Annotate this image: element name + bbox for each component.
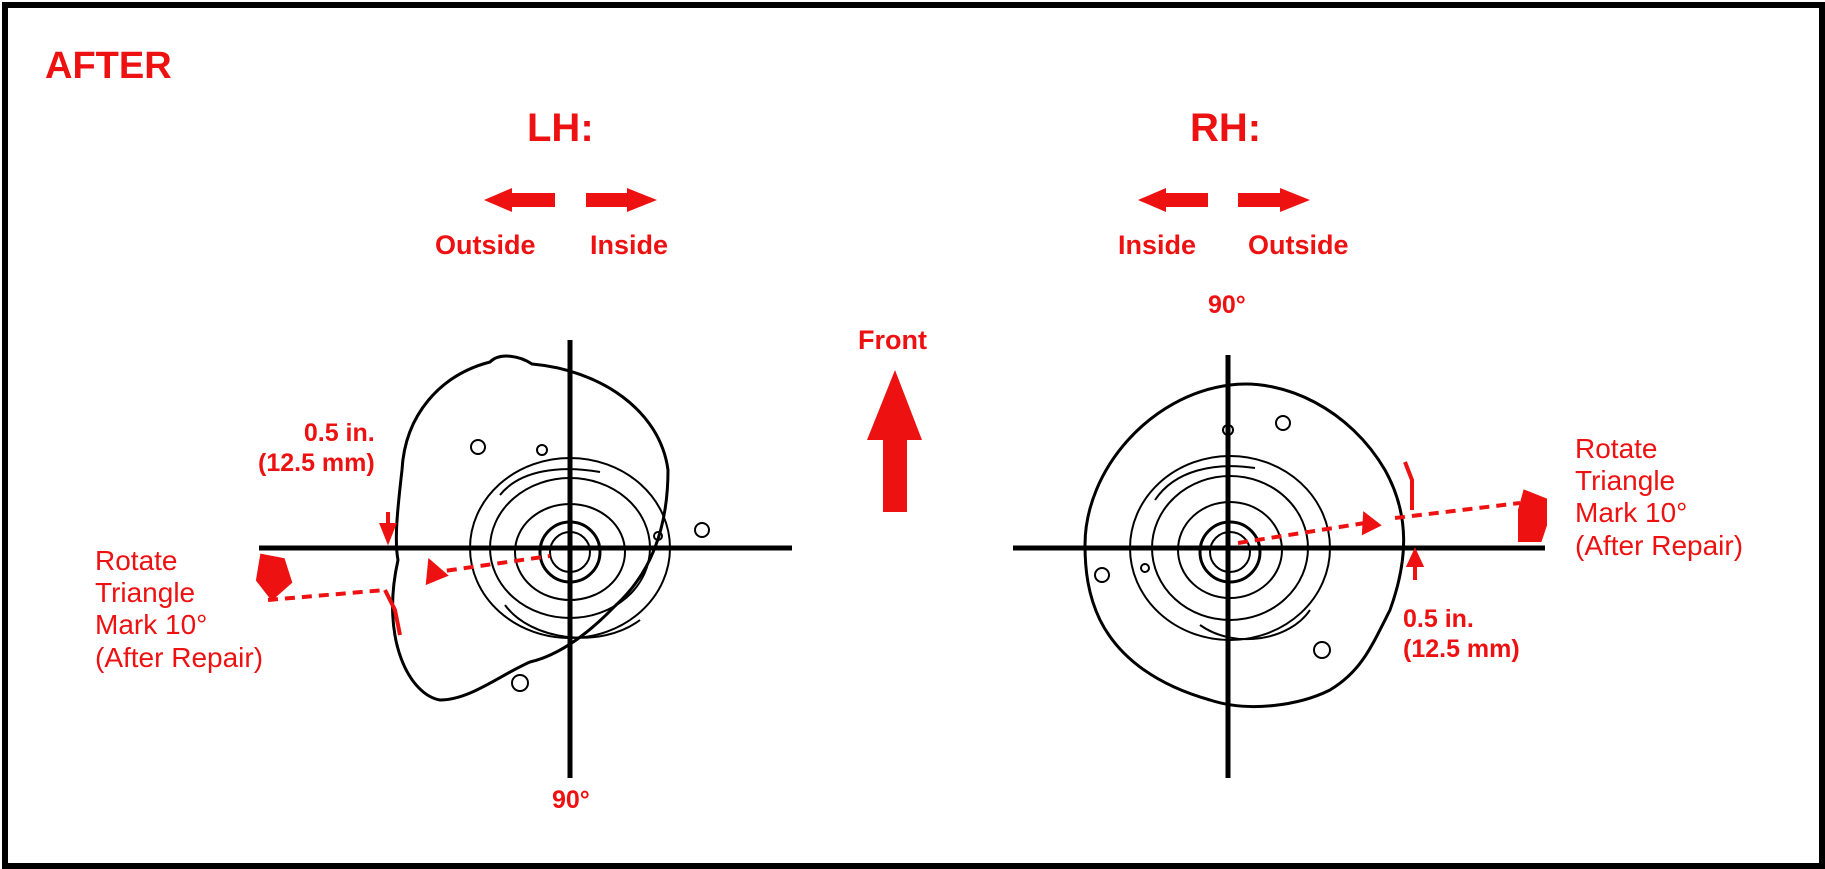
lh-rotate-label: Rotate Triangle Mark 10° (After Repair) xyxy=(95,545,264,673)
rh-left-arrow-icon xyxy=(1138,188,1208,212)
rh-crosshair xyxy=(1013,355,1545,778)
lh-inside-label: Inside xyxy=(590,230,669,260)
rh-angle-label: 90° xyxy=(1208,291,1246,319)
front-arrow-icon xyxy=(867,370,922,512)
lh-outside-label: Outside xyxy=(435,230,536,260)
rh-rotation-markers xyxy=(1237,461,1547,580)
lh-direction-arrows xyxy=(484,188,657,212)
lh-left-arrow-icon xyxy=(484,188,555,212)
lh-angle-label: 90° xyxy=(552,786,590,814)
rh-right-arrow-icon xyxy=(1238,188,1310,212)
rh-wheel-hub xyxy=(1083,382,1406,709)
diagram-title: AFTER xyxy=(45,45,172,87)
lh-crosshair xyxy=(259,340,792,778)
rh-outside-label: Outside xyxy=(1248,230,1349,260)
lh-wheel-hub xyxy=(391,354,710,702)
lh-offset-label: 0.5 in. (12.5 mm) xyxy=(258,419,375,477)
rh-rotate-label: Rotate Triangle Mark 10° (After Repair) xyxy=(1575,433,1744,561)
lh-rotation-markers xyxy=(255,512,551,636)
lh-right-arrow-icon xyxy=(586,188,657,212)
rh-offset-label: 0.5 in. (12.5 mm) xyxy=(1403,605,1520,663)
lh-heading: LH: xyxy=(527,106,594,150)
rh-inside-label: Inside xyxy=(1118,230,1197,260)
rh-direction-arrows xyxy=(1138,188,1310,212)
rh-heading: RH: xyxy=(1190,106,1262,150)
front-label: Front xyxy=(858,325,927,355)
